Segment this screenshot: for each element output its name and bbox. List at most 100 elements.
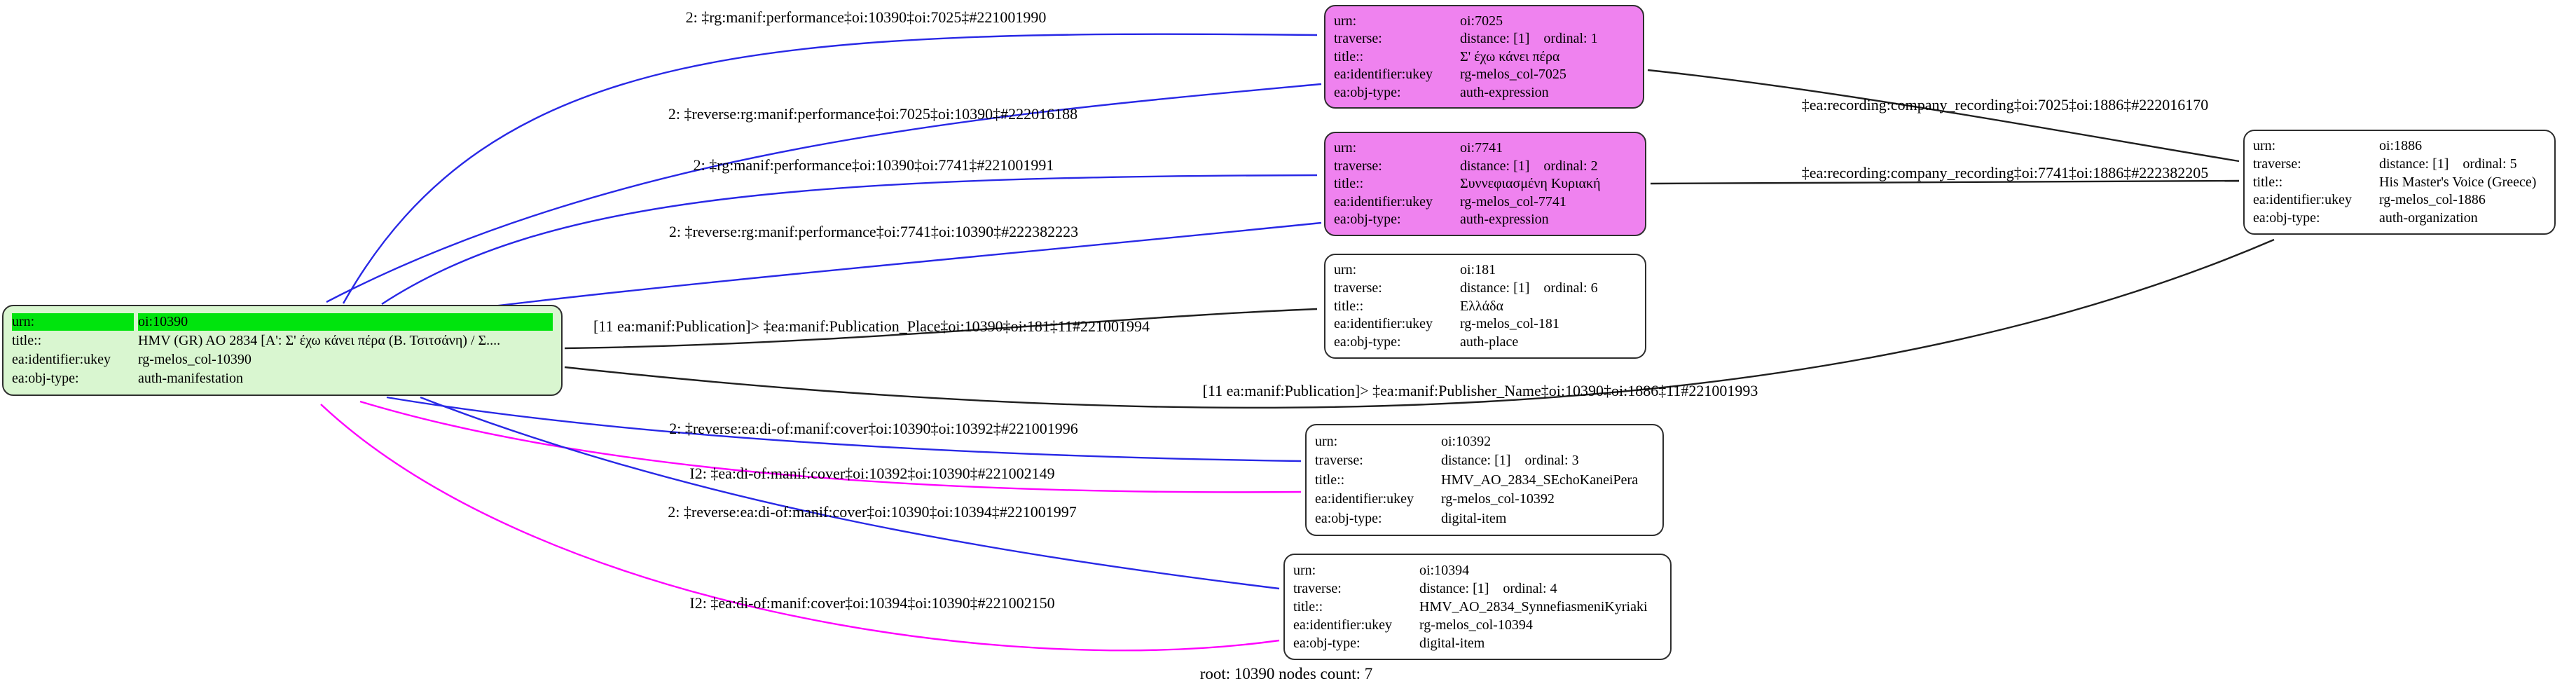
row-value: distance: [1] ordinal: 4 — [1419, 580, 1557, 596]
row-value: HMV_AO_2834_SEchoKaneiPera — [1441, 472, 1639, 488]
row-key: urn: — [1334, 140, 1357, 156]
node-row: ea:identifier:ukey rg-melos_col-10392 — [1315, 491, 1654, 507]
row-key: ea:obj-type: — [1315, 510, 1382, 526]
edge-label-reverse-cover-10390-10392: 2: ‡reverse:ea:di-of:manif:cover‡oi:1039… — [669, 420, 1078, 437]
row-value: Συννεφιασμένη Κυριακή — [1460, 176, 1601, 192]
edge-label-reverse-performance-7741-10390: 2: ‡reverse:rg:manif:performance‡oi:7741… — [668, 223, 1079, 240]
node-oi-1886: urn:oi:1886 traverse: distance: [1] ordin… — [2243, 130, 2556, 235]
node-row: urn: oi:10392 — [1315, 433, 1654, 450]
graph-caption: root: 10390 nodes count: 7 — [1199, 665, 1373, 682]
row-key: ea:identifier:ukey — [1334, 67, 1433, 83]
row-key: traverse: — [1293, 580, 1342, 596]
row-value: digital-item — [1441, 510, 1507, 526]
node-oi-10392: urn: oi:10392 traverse: distance: [1] ordi… — [1305, 424, 1664, 536]
row-key: ea:obj-type: — [1334, 84, 1401, 100]
row-key: title:: — [2253, 174, 2283, 190]
row-key: ea:identifier:ukey — [1334, 193, 1433, 210]
node-row: title::His Master's Voice (Greece) — [2253, 174, 2546, 191]
row-key: ea:identifier:ukey — [1315, 491, 1414, 507]
row-value: auth-expression — [1460, 212, 1549, 228]
edge-label-reverse-performance-7025-10390: 2: ‡reverse:rg:manif:performance‡oi:7025… — [668, 105, 1078, 123]
node-row: ea:obj-type:auth-expression — [1334, 211, 1637, 228]
node-row: urn:oi:10390 — [12, 313, 553, 331]
row-value: auth-place — [1460, 334, 1519, 350]
edge-company-recording-7025-1886 — [1647, 69, 2240, 163]
row-key: ea:identifier:ukey — [1293, 617, 1393, 633]
row-value: oi:181 — [1460, 262, 1496, 278]
node-row: ea:identifier:ukey rg-melos_col-10390 — [12, 351, 553, 368]
node-row: title::HMV (GR) AO 2834 [Α': Σ' έχω κάνε… — [12, 332, 553, 349]
row-value: auth-expression — [1460, 84, 1549, 100]
row-value: oi:10394 — [1419, 562, 1470, 578]
row-key: title:: — [1334, 48, 1364, 64]
edge-label-company-recording-7025-1886: ‡ea:recording:company_recording‡oi:7025‡… — [1801, 96, 2209, 114]
edge-reverse-performance-7025-10390 — [326, 83, 1322, 303]
node-row: urn: oi:7741 — [1334, 139, 1637, 156]
row-value: rg-melos_col-10394 — [1419, 617, 1533, 633]
row-value: auth-manifestation — [138, 371, 243, 387]
edge-cover-10392-10390 — [359, 400, 1302, 493]
row-value: distance: [1] ordinal: 3 — [1441, 453, 1579, 469]
node-row: ea:obj-type: digital-item — [1315, 510, 1654, 527]
row-value: Σ' έχω κάνει πέρα — [1460, 48, 1560, 64]
row-key: traverse: — [1315, 453, 1363, 469]
row-key: title:: — [1293, 598, 1323, 615]
node-oi-181: urn: oi:181 traverse:distance: [1] ordina… — [1324, 254, 1646, 359]
row-value: distance: [1] ordinal: 6 — [1460, 280, 1598, 296]
row-value: oi:10392 — [1441, 434, 1492, 449]
row-value: oi:7025 — [1460, 13, 1503, 29]
row-key: traverse: — [1334, 158, 1382, 174]
row-key: ea:obj-type: — [1293, 635, 1361, 651]
row-key: traverse: — [2253, 156, 2301, 172]
row-value: auth-organization — [2379, 210, 2478, 226]
row-key: urn: — [1315, 434, 1338, 449]
edge-label-publication-place-10390-181: [11 ea:manif:Publication]> ‡ea:manif:Pub… — [593, 317, 1150, 335]
edge-label-company-recording-7741-1886: ‡ea:recording:company_recording‡oi:7741‡… — [1801, 164, 2209, 181]
row-value: rg-melos_col-10390 — [138, 352, 252, 368]
edge-performance-10390-7025 — [342, 33, 1318, 304]
edge-reverse-performance-7741-10390 — [493, 221, 1322, 308]
row-key: urn: — [1334, 13, 1357, 29]
row-key: title:: — [12, 333, 42, 349]
node-oi-7025: urn:oi:7025 traverse:distance: [1] ordin… — [1324, 5, 1644, 109]
row-value: distance: [1] ordinal: 1 — [1460, 31, 1598, 47]
node-row: urn: oi:7025 — [1334, 13, 1634, 29]
row-value: rg-melos_col-10392 — [1441, 491, 1555, 507]
row-key: ea:obj-type: — [2253, 210, 2320, 226]
node-row: traverse:distance: [1] ordinal: 6 — [1334, 280, 1637, 296]
node-row: traverse: distance: [1] ordinal: 3 — [1315, 452, 1654, 469]
row-key: title:: — [1315, 472, 1345, 488]
node-row: title::Συννεφιασμένη Κυριακή — [1334, 175, 1637, 192]
row-key: ea:identifier:ukey — [12, 352, 111, 368]
edge-publisher-name-10390-1886 — [564, 238, 2275, 409]
edge-label-performance-10390-7025: 2: ‡rg:manif:performance‡oi:10390‡oi:702… — [685, 8, 1047, 26]
row-value: oi:7741 — [1460, 140, 1503, 156]
node-oi-10390: urn:oi:10390 title::HMV (GR) AO 2834 [Α'… — [2, 305, 563, 396]
row-value: distance: [1] ordinal: 2 — [1460, 158, 1598, 174]
row-key: urn: — [1334, 262, 1357, 278]
edge-label-cover-10394-10390: I2: ‡ea:di-of:manif:cover‡oi:10394‡oi:10… — [689, 594, 1055, 612]
edge-cover-10394-10390 — [320, 404, 1280, 652]
node-row: urn:oi:1886 — [2253, 137, 2546, 154]
node-row: traverse: distance: [1] ordinal: 5 — [2253, 156, 2546, 172]
node-row: ea:obj-type: auth-expression — [1334, 84, 1634, 101]
row-key: ea:identifier:ukey — [1334, 316, 1433, 332]
row-value: His Master's Voice (Greece) — [2379, 174, 2537, 190]
edge-publication-place-10390-181 — [564, 308, 1318, 350]
row-key: urn: — [2253, 138, 2276, 154]
edge-label-publisher-name-10390-1886: [11 ea:manif:Publication]> ‡ea:manif:Pub… — [1202, 382, 1758, 399]
node-row: title::HMV_AO_2834_SynnefiasmeniKyriaki — [1293, 598, 1662, 615]
row-key: ea:identifier:ukey — [2253, 192, 2353, 208]
row-value: distance: [1] ordinal: 5 — [2379, 156, 2517, 172]
row-key: ea:obj-type: — [1334, 334, 1401, 350]
node-oi-10394: urn:oi:10394 traverse: distance: [1] ordi… — [1283, 554, 1672, 660]
edge-performance-10390-7741 — [381, 174, 1318, 306]
row-value: HMV_AO_2834_SynnefiasmeniKyriaki — [1419, 598, 1648, 615]
row-value: Ελλάδα — [1460, 298, 1503, 314]
node-row: urn:oi:10394 — [1293, 562, 1662, 579]
